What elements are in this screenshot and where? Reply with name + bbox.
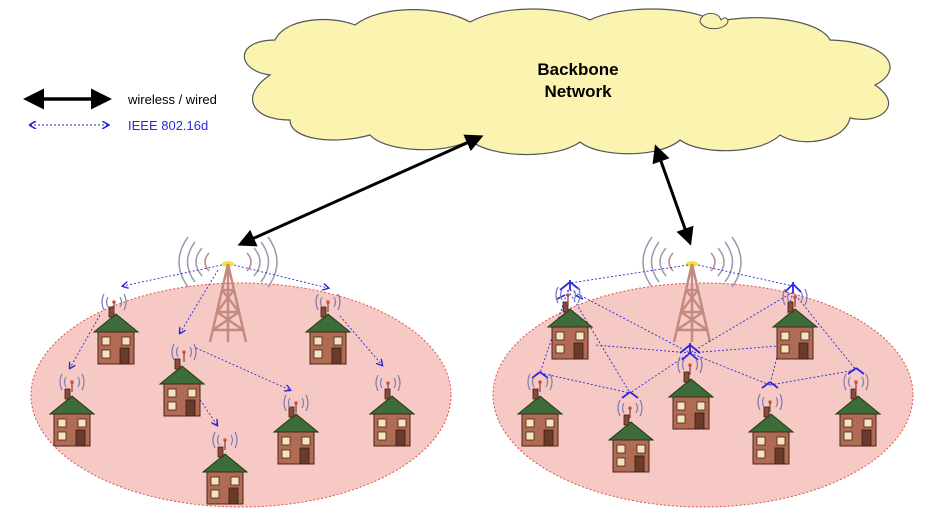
legend: wireless / wired IEEE 802.16d: [23, 88, 217, 133]
backbone-title-line2: Network: [544, 82, 612, 101]
backbone-title-line1: Backbone: [537, 60, 618, 79]
right-network-zone: [492, 235, 914, 508]
legend-wired-label: wireless / wired: [127, 92, 217, 107]
legend-ieee-label: IEEE 802.16d: [128, 118, 208, 133]
right-links: [539, 264, 857, 394]
cloud-puff: [699, 13, 729, 30]
backbone-cloud: Backbone Network: [243, 8, 891, 156]
right-node-stars: [531, 280, 865, 399]
backbone-link-left: [237, 134, 484, 247]
left-network-zone: [30, 235, 452, 508]
backbone-link-right: [652, 144, 694, 246]
